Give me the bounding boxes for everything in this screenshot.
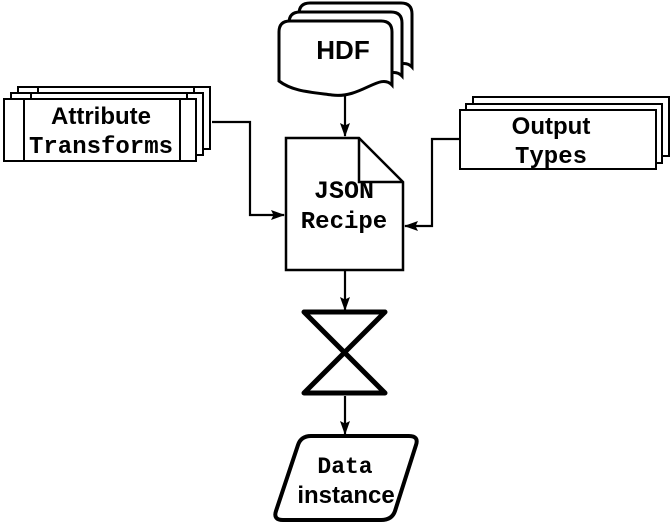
output-types-label-line2: Types — [515, 144, 587, 171]
edge-attribute-transforms-to-json-recipe — [212, 120, 285, 220]
edge-output-types-to-json-recipe — [404, 137, 460, 231]
attribute-transforms-label-line1: Attribute — [51, 103, 151, 130]
data-instance-label-line2: instance — [297, 482, 394, 509]
collate-hourglass-shape — [301, 309, 388, 396]
json-recipe-fold-corner — [357, 138, 403, 184]
json-recipe-node: JSON Recipe — [284, 136, 405, 272]
data-instance-node: Data instance — [273, 434, 419, 522]
attribute-transforms-node: Attribute Transforms — [3, 86, 211, 162]
json-recipe-label-line2: Recipe — [301, 209, 387, 236]
attribute-transforms-label-line2: Transforms — [29, 134, 173, 161]
hdf-label: HDF — [316, 35, 369, 65]
data-instance-outline — [273, 434, 419, 522]
attribute-transforms-front — [3, 98, 197, 162]
hdf-node: HDF — [277, 1, 414, 97]
hdf-document-front — [277, 19, 394, 97]
output-types-label-line1: Output — [512, 113, 591, 140]
output-types-node: Output Types — [459, 96, 670, 171]
json-recipe-label-line1: JSON — [314, 177, 374, 206]
json-recipe-outline — [284, 136, 405, 272]
data-instance-label-line1: Data — [317, 454, 372, 480]
